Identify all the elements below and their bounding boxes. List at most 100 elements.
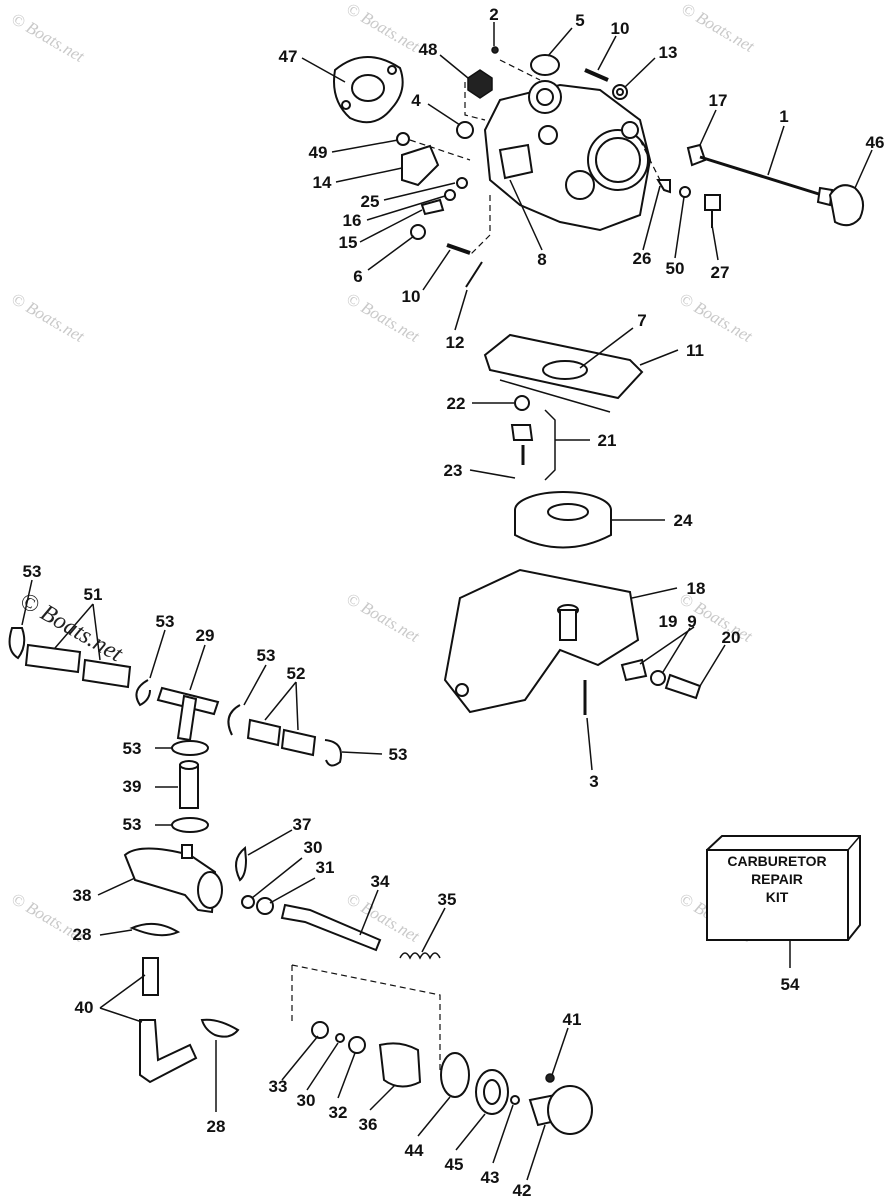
knob-46 [828, 184, 865, 227]
callout-21: 21 [598, 431, 617, 450]
callout-12: 12 [446, 333, 465, 352]
callout-53d: 53 [123, 739, 142, 758]
watermark: © Boats.net [676, 289, 757, 347]
callout-43: 43 [481, 1168, 500, 1187]
washer-6 [410, 224, 426, 240]
spring-17 [686, 143, 707, 167]
spring-35 [399, 952, 441, 960]
ring-44 [440, 1052, 470, 1098]
pin-10b [446, 243, 471, 255]
bracket-26 [656, 179, 671, 194]
needle-valve-21 [510, 424, 534, 441]
callout-1: 1 [779, 107, 788, 126]
callout-28a: 28 [73, 925, 92, 944]
link-14 [401, 144, 440, 187]
callout-35: 35 [438, 890, 457, 909]
callout-23: 23 [444, 461, 463, 480]
plug-20 [664, 673, 702, 700]
callout-38: 38 [73, 886, 92, 905]
plug-5 [530, 54, 560, 76]
leader-lines [21, 22, 873, 1181]
callout-27: 27 [711, 263, 730, 282]
callout-34: 34 [371, 872, 390, 891]
clamp-28 [129, 922, 181, 937]
hose-40 [142, 957, 159, 996]
callout-31: 31 [316, 858, 335, 877]
callout-3: 3 [589, 772, 598, 791]
callout-48: 48 [419, 40, 438, 59]
repair-kit-box-54: CARBURETOR REPAIR KIT [706, 835, 861, 941]
seat-22 [514, 395, 530, 411]
callout-30b: 30 [297, 1091, 316, 1110]
callout-51: 51 [84, 585, 103, 604]
body-38 [123, 847, 217, 914]
plunger-34 [280, 903, 382, 952]
callout-15: 15 [339, 233, 358, 252]
oring-32 [348, 1036, 366, 1054]
watermark: © Boats.net [343, 0, 424, 57]
callout-11: 11 [686, 341, 704, 360]
pin-10 [584, 68, 609, 82]
ring-37 [235, 846, 248, 882]
callout-4: 4 [411, 91, 421, 110]
callout-9: 9 [687, 612, 696, 631]
callout-52: 52 [287, 664, 306, 683]
hose-39 [179, 764, 199, 809]
callout-6: 6 [353, 267, 362, 286]
callout-18: 18 [687, 579, 706, 598]
hose-52 [246, 718, 282, 747]
clamp-28b [200, 1018, 240, 1038]
nut-48 [467, 69, 493, 99]
callout-24: 24 [674, 511, 693, 530]
kit-line-1: CARBURETOR [727, 853, 826, 869]
washer-33 [311, 1021, 329, 1039]
ball-4 [456, 121, 474, 139]
callout-53e: 53 [389, 745, 408, 764]
spring-19 [620, 658, 648, 682]
callout-45: 45 [445, 1155, 464, 1174]
callout-28b: 28 [207, 1117, 226, 1136]
callout-25: 25 [361, 192, 380, 211]
oring-30 [241, 895, 255, 909]
callout-44: 44 [405, 1141, 424, 1160]
watermark: © Boats.net [343, 589, 424, 647]
callout-53a: 53 [23, 562, 42, 581]
callout-37: 37 [293, 815, 312, 834]
callout-53f: 53 [123, 815, 142, 834]
callout-41: 41 [563, 1010, 582, 1029]
kit-line-2: REPAIR [751, 871, 803, 887]
hose-51 [24, 643, 82, 674]
callout-13: 13 [659, 43, 678, 62]
callout-2: 2 [489, 5, 498, 24]
kit-line-3: KIT [766, 889, 789, 905]
ball-2 [491, 46, 499, 54]
fitting-49 [396, 132, 410, 146]
oring-43 [510, 1095, 520, 1105]
oring-30b [335, 1033, 345, 1043]
callout-49: 49 [309, 143, 328, 162]
callout-47: 47 [279, 47, 298, 66]
callout-5: 5 [575, 11, 584, 30]
callout-7: 7 [637, 311, 646, 330]
housing-36 [378, 1042, 422, 1088]
callout-39: 39 [123, 777, 142, 796]
callout-30a: 30 [304, 838, 323, 857]
callout-54: 54 [781, 975, 800, 994]
callout-50: 50 [666, 259, 685, 278]
watermark: © Boats.net [8, 289, 89, 347]
callout-26: 26 [633, 249, 652, 268]
callout-10a: 10 [611, 19, 630, 38]
callout-32: 32 [329, 1103, 348, 1122]
callout-14: 14 [313, 173, 332, 192]
callout-17: 17 [709, 91, 728, 110]
callout-42: 42 [513, 1181, 532, 1200]
carburetor-body [483, 80, 652, 232]
needle-1 [699, 155, 823, 197]
callout-53c: 53 [257, 646, 276, 665]
callout-53b: 53 [156, 612, 175, 631]
callout-10b: 10 [402, 287, 421, 306]
callouts: 47 48 2 5 10 13 4 17 1 46 49 14 25 16 15… [23, 5, 885, 1200]
washer-9 [650, 670, 666, 686]
watermark: © Boats.net [8, 9, 89, 67]
